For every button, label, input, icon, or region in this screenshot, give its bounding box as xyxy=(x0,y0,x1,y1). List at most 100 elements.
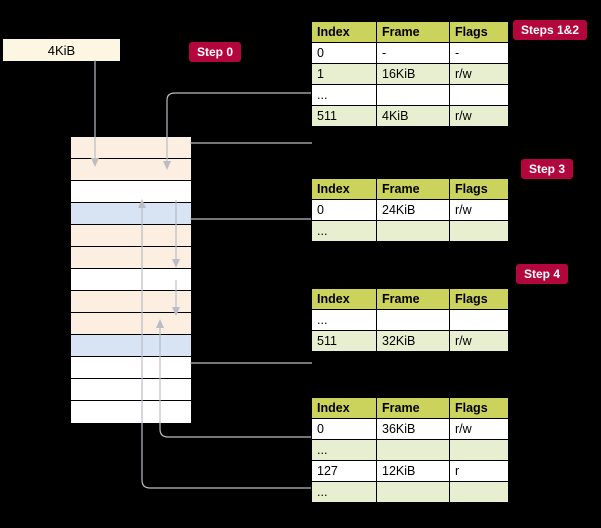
table-cell-index: ... xyxy=(311,220,377,242)
table-header-cell: Frame xyxy=(376,397,450,419)
memory-cell xyxy=(71,203,191,225)
table-cell-flags xyxy=(449,439,509,461)
physical-frame-label: 4KiB xyxy=(47,42,76,58)
table-header-cell: Frame xyxy=(376,288,450,310)
memory-cell xyxy=(71,379,191,401)
table-cell-index: ... xyxy=(311,439,377,461)
table-header-cell: Frame xyxy=(376,178,450,200)
memory-cell xyxy=(71,313,191,335)
memory-cell xyxy=(71,225,191,247)
memory-cell xyxy=(71,401,191,423)
memory-cell xyxy=(71,181,191,203)
table-header-cell: Flags xyxy=(449,397,509,419)
table-cell-frame: 36KiB xyxy=(376,418,450,440)
table-cell-index: 0 xyxy=(311,418,377,440)
memory-cell xyxy=(71,269,191,291)
table-header-cell: Flags xyxy=(449,21,509,43)
step3-label: Step 3 xyxy=(529,162,566,176)
table-cell-frame: 12KiB xyxy=(376,460,450,482)
table-row: ... xyxy=(311,84,509,106)
table-cell-flags xyxy=(449,309,509,331)
table-cell-index: 127 xyxy=(311,460,377,482)
table-cell-frame xyxy=(376,220,450,242)
table-header-cell: Index xyxy=(311,178,377,200)
table-row: 0-- xyxy=(311,42,509,64)
memory-cell xyxy=(71,335,191,357)
table-cell-frame: 32KiB xyxy=(376,330,450,352)
table-cell-frame: - xyxy=(376,42,450,64)
table-cell-index: 0 xyxy=(311,199,377,221)
table-header-cell: Index xyxy=(311,288,377,310)
step-badge-step0: Step 0 xyxy=(189,42,242,62)
table-cell-flags: - xyxy=(449,42,509,64)
table-cell-flags: r/w xyxy=(449,199,509,221)
step-badge-steps12: Steps 1&2 xyxy=(513,20,588,40)
table-row: ... xyxy=(311,220,509,242)
table-cell-frame: 24KiB xyxy=(376,199,450,221)
table-header-cell: Frame xyxy=(376,21,450,43)
table-cell-flags: r/w xyxy=(449,330,509,352)
table-cell-frame xyxy=(376,481,450,503)
table-cell-frame: 4KiB xyxy=(376,105,450,127)
table-row: ... xyxy=(311,439,509,461)
table-cell-flags: r xyxy=(449,460,509,482)
table-cell-index: ... xyxy=(311,84,377,106)
table-cell-index: 0 xyxy=(311,42,377,64)
table-header-cell: Index xyxy=(311,397,377,419)
memory-cell xyxy=(71,159,191,181)
physical-frame-block: 4KiB xyxy=(2,38,121,62)
table-cell-index: ... xyxy=(311,309,377,331)
table-cell-index: 511 xyxy=(311,105,377,127)
memory-cell xyxy=(71,247,191,269)
table-cell-index: 1 xyxy=(311,63,377,85)
physical-memory-column xyxy=(70,136,192,424)
table-cell-flags xyxy=(449,84,509,106)
memory-cell xyxy=(71,291,191,313)
table-cell-frame xyxy=(376,439,450,461)
table-header-cell: Flags xyxy=(449,178,509,200)
step-badge-step3: Step 3 xyxy=(521,159,574,179)
table-row: ... xyxy=(311,309,509,331)
table-row: ... xyxy=(311,481,509,503)
steps12-label: Steps 1&2 xyxy=(521,23,580,37)
table-cell-index: ... xyxy=(311,481,377,503)
table-cell-flags: r/w xyxy=(449,105,509,127)
table-cell-flags xyxy=(449,481,509,503)
table-cell-flags: r/w xyxy=(449,63,509,85)
memory-cell xyxy=(71,137,191,159)
step0-label: Step 0 xyxy=(197,45,234,59)
table-header-cell: Flags xyxy=(449,288,509,310)
memory-cell xyxy=(71,357,191,379)
step-badge-step4: Step 4 xyxy=(516,264,569,284)
table-cell-frame xyxy=(376,309,450,331)
table-cell-frame: 16KiB xyxy=(376,63,450,85)
table-header-cell: Index xyxy=(311,21,377,43)
table-cell-index: 511 xyxy=(311,330,377,352)
step4-label: Step 4 xyxy=(524,267,561,281)
table-cell-flags: r/w xyxy=(449,418,509,440)
table-cell-flags xyxy=(449,220,509,242)
table-cell-frame xyxy=(376,84,450,106)
